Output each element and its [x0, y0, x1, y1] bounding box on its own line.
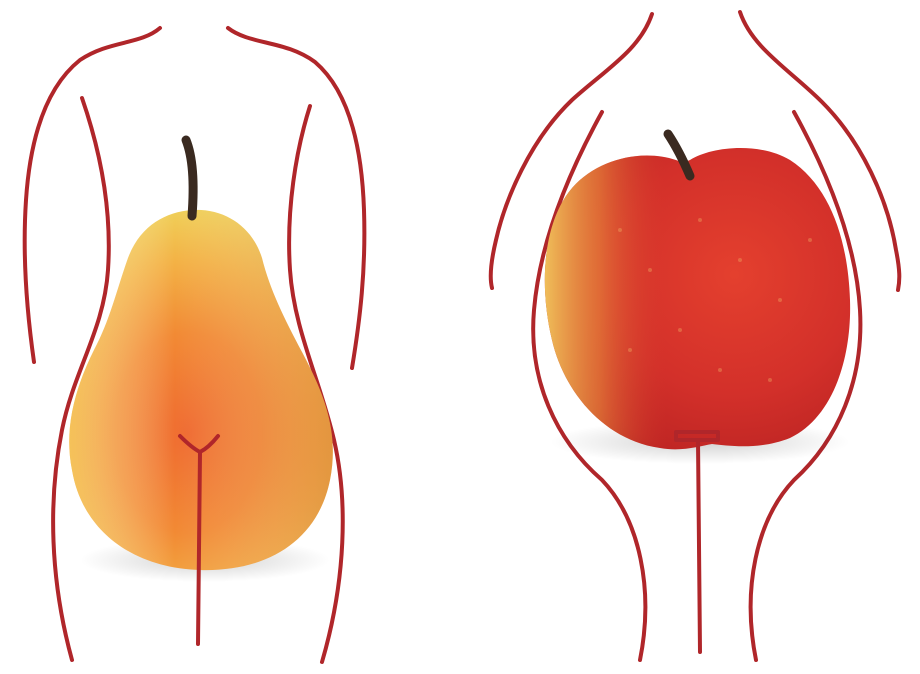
pear-figure	[25, 28, 365, 662]
pear-stem	[186, 140, 193, 216]
pear-leg-line-icon	[198, 452, 200, 644]
apple-yellow-blush	[545, 148, 850, 449]
apple-figure	[491, 12, 900, 660]
apple-leg-line-icon	[698, 440, 700, 652]
